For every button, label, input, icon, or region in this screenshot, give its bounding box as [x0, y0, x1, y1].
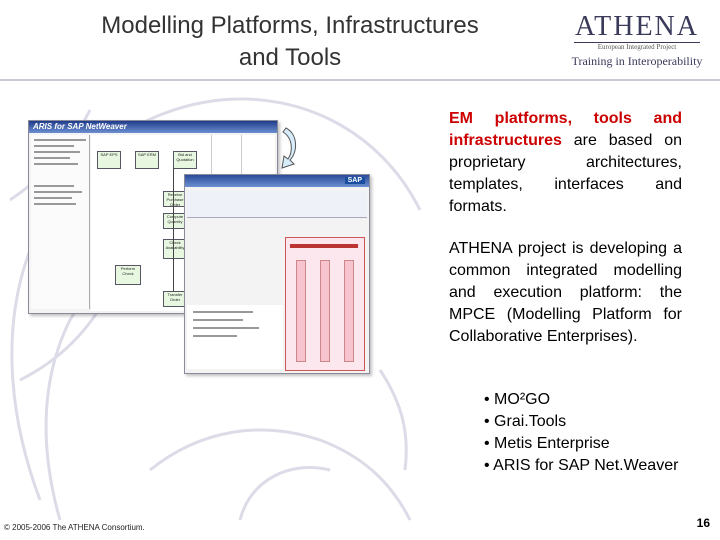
- sap-logo: SAP: [344, 177, 365, 184]
- sap-titlebar: SAP: [185, 175, 369, 187]
- aris-title: ARIS for SAP NetWeaver: [33, 122, 127, 131]
- page-number: 16: [696, 516, 710, 530]
- header-divider: [0, 79, 720, 81]
- diagram-box: SAP ERM: [135, 151, 159, 169]
- highlight-text: EM platforms, tools and infrastructures: [449, 110, 682, 149]
- sap-red-panel: [285, 237, 365, 371]
- diagram-box: Receive Purchase Order: [163, 191, 187, 207]
- athena-logo: ATHENA European Integrated Project Train…: [562, 12, 712, 69]
- sap-tree: [187, 305, 283, 369]
- slide-title-line2: and Tools: [238, 44, 342, 71]
- sap-screenshot: SAP: [184, 174, 370, 374]
- slide-title: Modelling Platforms, Infrastructures and…: [40, 10, 540, 74]
- intro-rest-text: are based on proprietary architectures, …: [449, 132, 682, 215]
- list-item: • Metis Enterprise: [484, 435, 610, 452]
- flow-arrow-icon: [281, 127, 296, 169]
- tools-list: • MO²GO • Grai.Tools • Metis Enterprise …: [484, 389, 682, 477]
- logo-subtitle: European Integrated Project: [574, 42, 700, 51]
- slide-title-line1: Modelling Platforms, Infrastructures: [101, 12, 479, 39]
- sap-toolbar: [187, 191, 367, 218]
- diagram-box: Bid and Quotation: [173, 151, 197, 169]
- list-item: • Grai.Tools: [484, 413, 567, 430]
- logo-tagline: Training in Interoperability: [571, 54, 703, 68]
- copyright-footer: © 2005-2006 The ATHENA Consortium.: [4, 523, 145, 532]
- diagram-box: Transfer Order: [163, 291, 187, 307]
- diagram-box: Perform Check: [115, 265, 141, 285]
- logo-name: ATHENA: [575, 11, 699, 42]
- aris-explorer-pane: [31, 135, 90, 309]
- athena-paragraph: ATHENA project is developing a common in…: [449, 240, 682, 345]
- aris-titlebar: ARIS for SAP NetWeaver: [29, 121, 277, 133]
- list-item: • MO²GO: [484, 391, 551, 408]
- intro-paragraph: EM platforms, tools and infrastructures …: [449, 108, 682, 218]
- diagram-box: SAP EPS: [97, 151, 121, 169]
- aris-canvas: SAP EPS SAP ERM Bid and Quotation Receiv…: [91, 135, 275, 311]
- list-item: • ARIS for SAP Net.Weaver: [484, 457, 679, 474]
